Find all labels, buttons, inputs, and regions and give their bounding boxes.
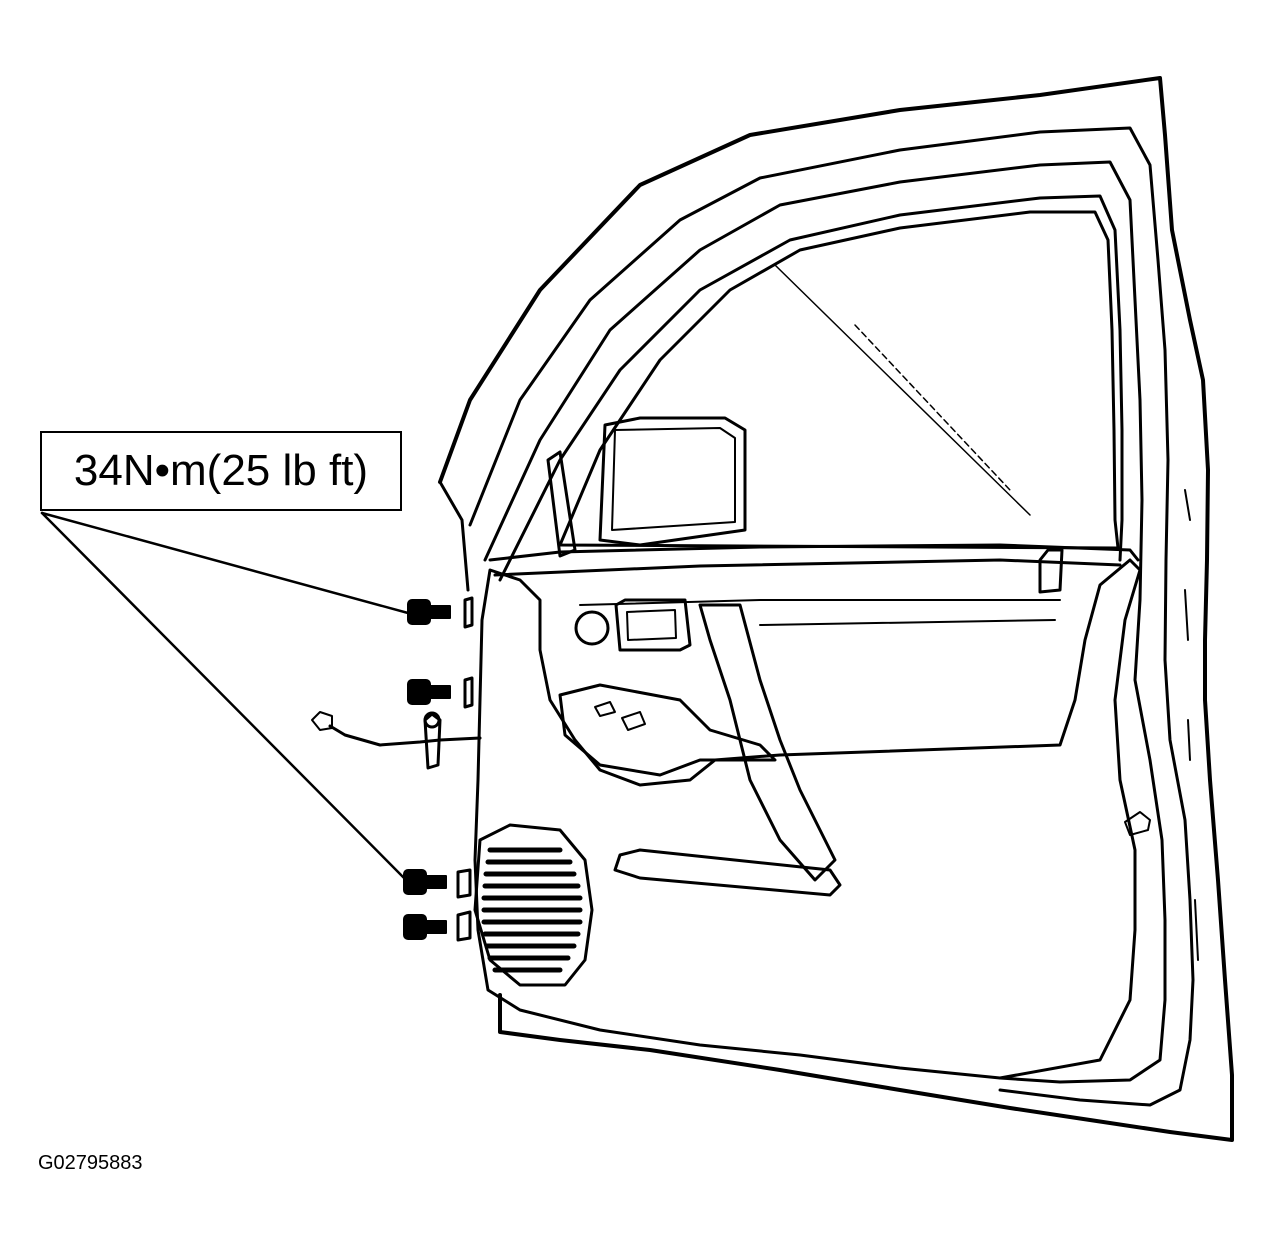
callout-leader-lines [40, 511, 410, 884]
belt-line [488, 543, 1140, 594]
bolt-icon [407, 679, 451, 705]
side-mirror [546, 416, 747, 558]
figure-id: G02795883 [38, 1152, 143, 1174]
armrest [558, 603, 837, 882]
torque-spec-label: 34N•m(25 lb ft) [40, 431, 402, 511]
door-trim-panel [473, 558, 1142, 1080]
door-frame-contours [468, 126, 1195, 1107]
speaker-grille [473, 823, 594, 987]
hinge-plates [456, 596, 474, 942]
bolt-icon [403, 869, 447, 895]
bolt-icon [407, 599, 451, 625]
window-switch-icon [594, 701, 616, 717]
wire-connector-icon [311, 711, 482, 770]
window-switch-icon [621, 711, 646, 731]
bolt-icon [403, 914, 447, 940]
window-glass [558, 210, 1120, 550]
door-side-details [1124, 489, 1199, 961]
lock-knob [1038, 548, 1064, 594]
inside-door-handle [574, 598, 692, 652]
map-pocket [613, 848, 842, 897]
door-outer-shell [438, 76, 1234, 1142]
